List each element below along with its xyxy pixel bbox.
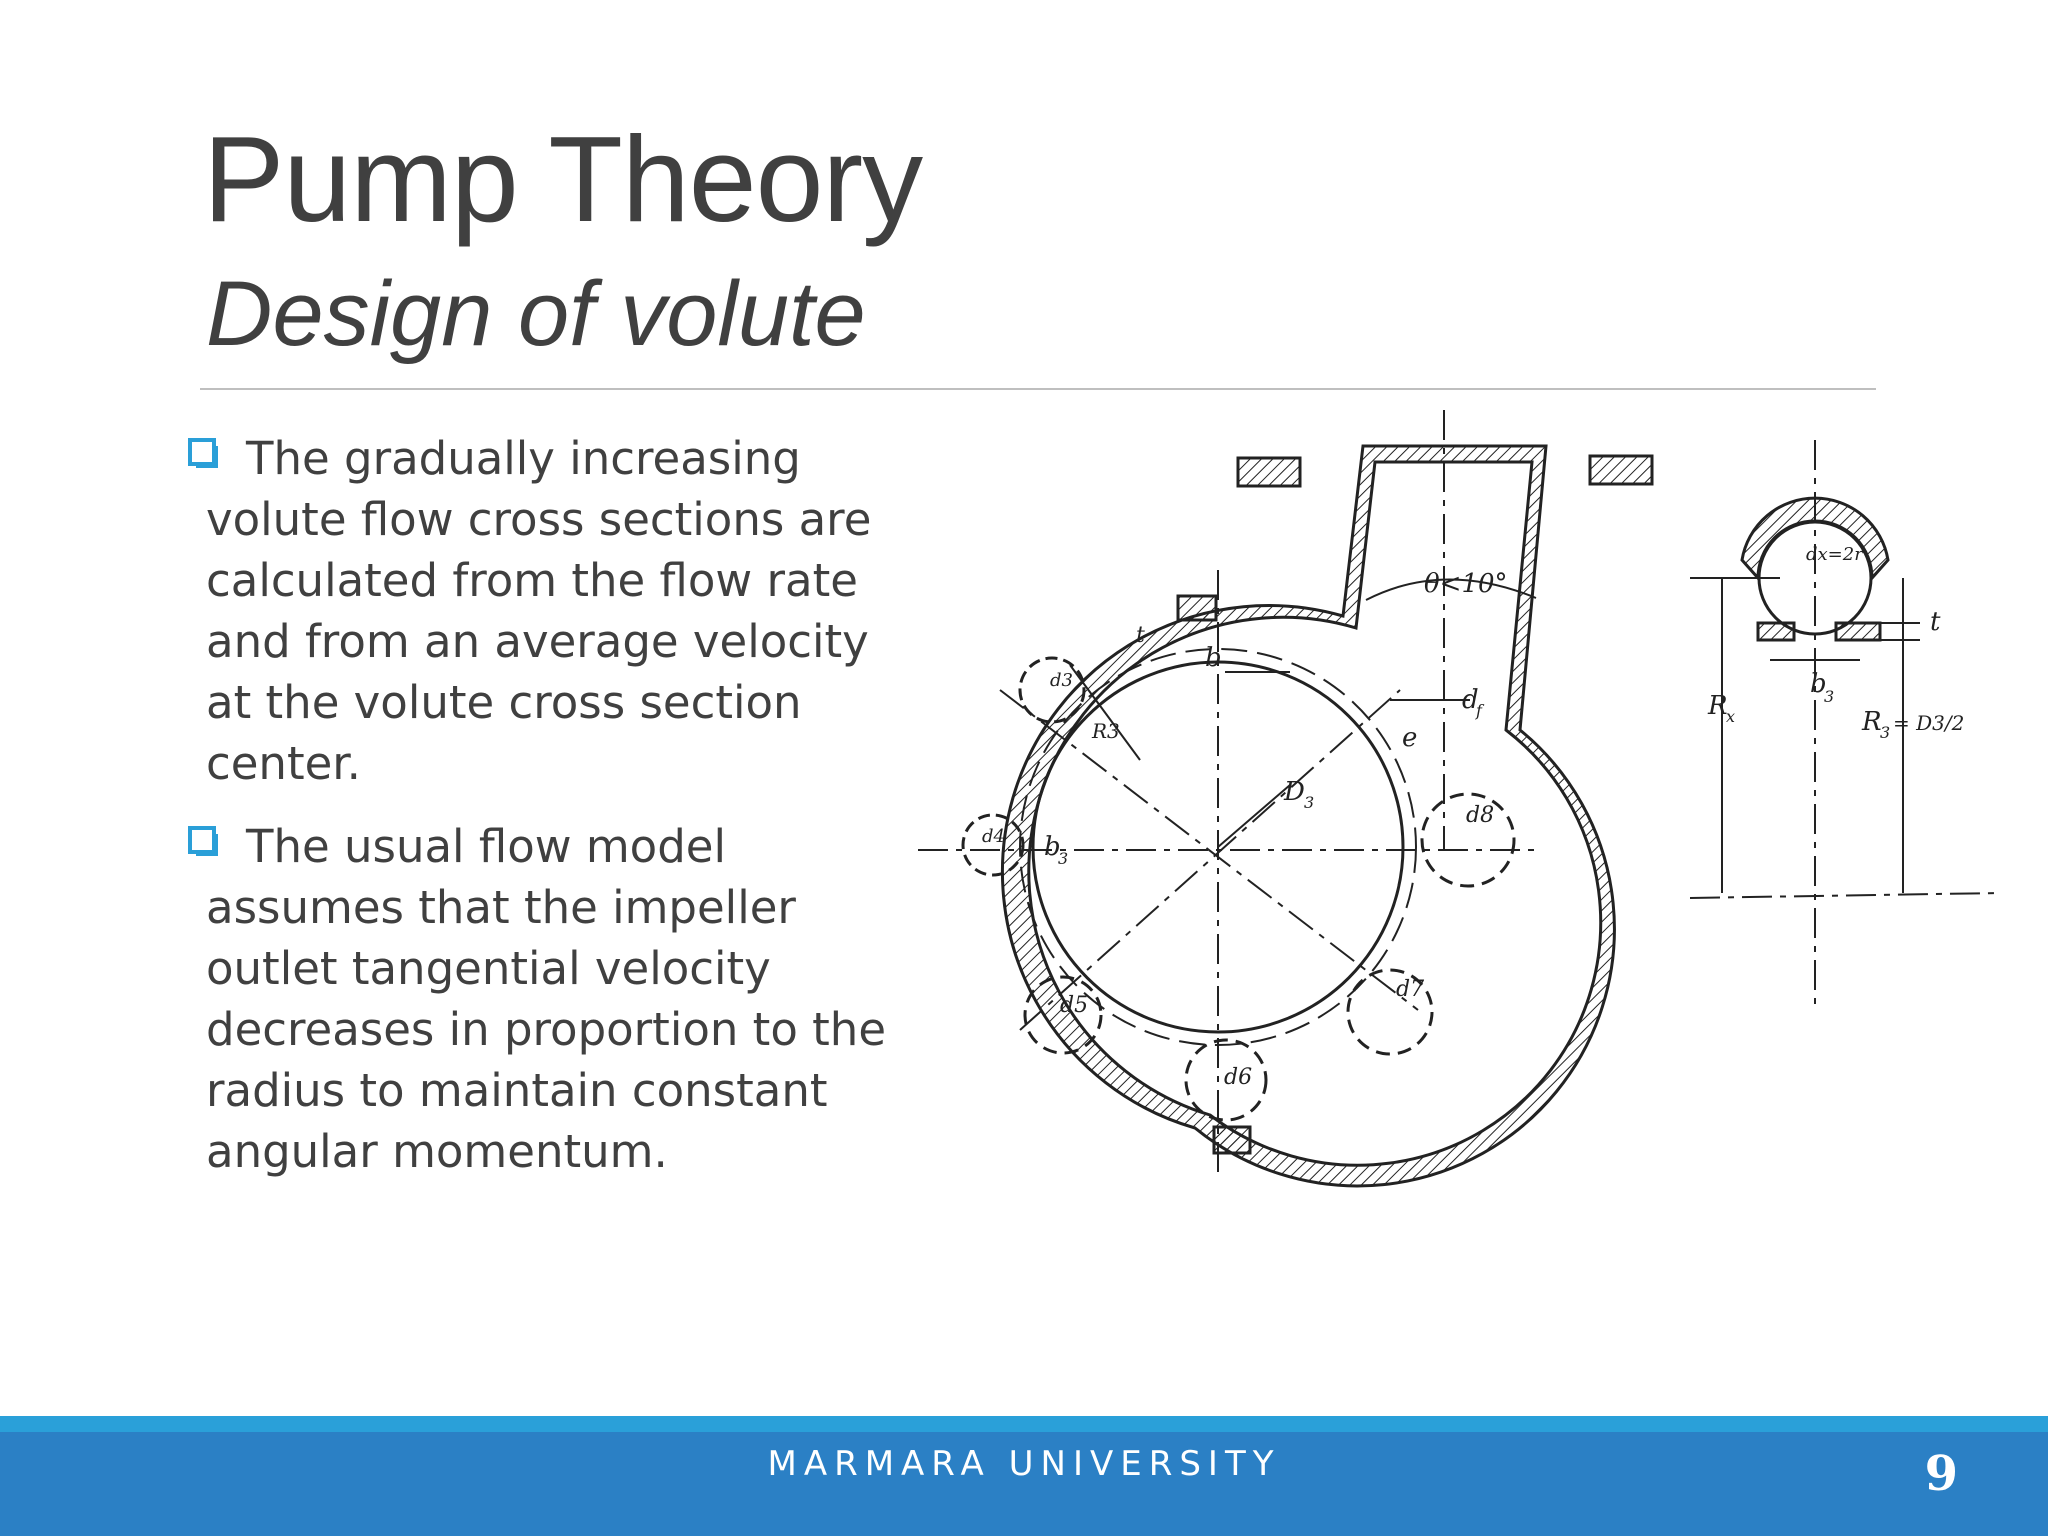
d5-label: d5 xyxy=(1060,993,1088,1018)
b3-detail-label: b xyxy=(1810,669,1827,699)
volute-design-drawing: θ<10° d f e D 3 d8 d7 d6 d5 d4 d3 b 3 b … xyxy=(918,410,2001,1188)
angle-arc xyxy=(1365,578,1537,601)
theta-label: θ<10° xyxy=(1424,569,1508,599)
detail-section-base xyxy=(1834,621,1882,642)
cutwater-block xyxy=(1176,594,1218,622)
bullet-list: The gradually increasing volute flow cro… xyxy=(188,428,928,1204)
d3-circle-label: d3 xyxy=(1050,670,1073,691)
slide-subtitle: Design of volute xyxy=(206,263,866,365)
b3-label: b xyxy=(1044,832,1061,862)
section-circle-d4 xyxy=(961,813,1025,877)
d4-label: d4 xyxy=(982,826,1005,847)
section-circle-d3 xyxy=(1018,656,1086,724)
section-circle-d8 xyxy=(1420,792,1516,888)
d6-label: d6 xyxy=(1224,1065,1252,1090)
b3-detail-label-sub: 3 xyxy=(1824,687,1834,706)
e-label: e xyxy=(1402,723,1417,753)
d3-label: D xyxy=(1283,777,1305,807)
b3-top-label: b xyxy=(1205,643,1222,673)
df-label-sub: f xyxy=(1475,701,1485,720)
r3-eq-label: R xyxy=(1861,707,1882,737)
checkbox-bullet-icon xyxy=(188,826,218,856)
detail-section-hatch xyxy=(1740,496,1890,582)
d7-label: d7 xyxy=(1396,977,1424,1002)
title-divider xyxy=(200,388,1876,390)
rx-label: R xyxy=(1707,691,1728,721)
rx-label-sub: x xyxy=(1726,707,1735,726)
b3-label-sub: 3 xyxy=(1058,849,1068,868)
t2-label: t xyxy=(1930,607,1941,637)
footer-institution: MARMARA UNIVERSITY xyxy=(767,1444,1281,1484)
section-circle-d6 xyxy=(1184,1038,1268,1122)
bullet-item: The gradually increasing volute flow cro… xyxy=(188,428,928,794)
right-flange xyxy=(1588,454,1654,486)
page-number: 9 xyxy=(1924,1446,1958,1502)
bullet-item: The usual flow model assumes that the im… xyxy=(188,816,928,1182)
r3-eq-label-sub: 3 xyxy=(1880,723,1890,742)
detail-section-base xyxy=(1756,621,1796,642)
d3-label-sub: 3 xyxy=(1304,793,1314,812)
bottom-block xyxy=(1212,1125,1252,1155)
r3-eq-rhs: = D3/2 xyxy=(1893,711,1964,735)
footer-accent-bar xyxy=(0,1416,2048,1432)
section-circle-d7 xyxy=(1346,968,1434,1056)
t-label: t xyxy=(1136,623,1145,648)
volute-inner-wall xyxy=(1027,460,1603,1167)
section-circle-d5 xyxy=(1023,975,1103,1055)
df-label: d xyxy=(1462,685,1479,715)
r3-label: R3 xyxy=(1091,719,1120,743)
d8-label: d8 xyxy=(1466,803,1494,828)
bullet-text: The gradually increasing volute flow cro… xyxy=(206,432,872,790)
dx-label: dx=2r xyxy=(1806,544,1864,565)
bullet-text: The usual flow model assumes that the im… xyxy=(206,820,887,1178)
left-flange xyxy=(1236,456,1302,488)
checkbox-bullet-icon xyxy=(188,438,218,468)
slide-title: Pump Theory xyxy=(203,111,923,247)
footer-bar xyxy=(0,1432,2048,1536)
